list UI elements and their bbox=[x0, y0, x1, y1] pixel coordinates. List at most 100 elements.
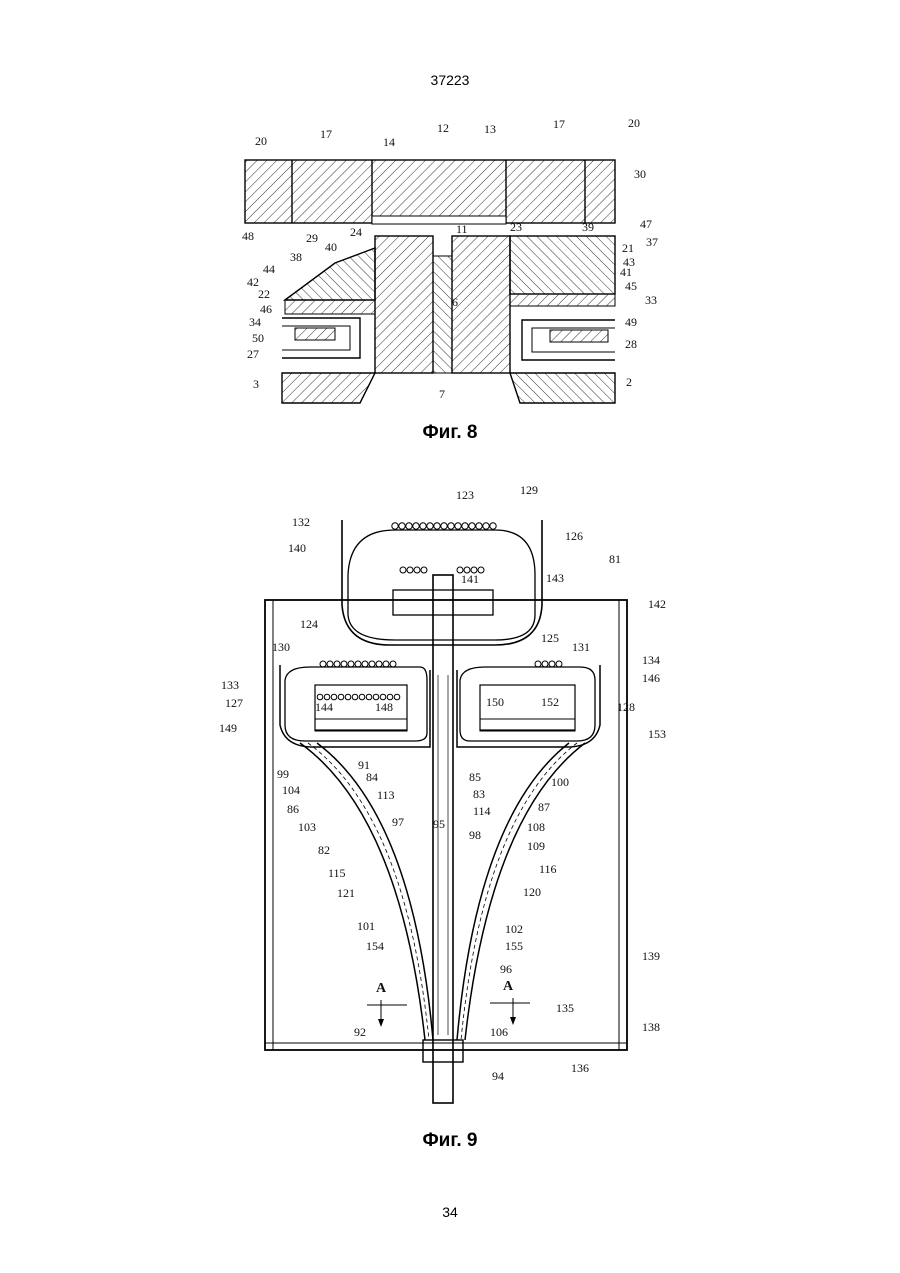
fig8-label: 29 bbox=[306, 231, 318, 245]
figure-8-caption: Фиг. 8 bbox=[0, 422, 900, 444]
fig8-label: 7 bbox=[439, 387, 445, 401]
fig8-label: 37 bbox=[646, 235, 658, 249]
fig8-label: 49 bbox=[625, 315, 637, 329]
fig9-label: 140 bbox=[288, 541, 306, 555]
fig8-label: 17 bbox=[320, 127, 332, 141]
fig9-label: 129 bbox=[520, 483, 538, 497]
fig9-label: 141 bbox=[461, 572, 479, 586]
fig8-label: 20 bbox=[255, 134, 267, 148]
fig9-label: 134 bbox=[642, 653, 660, 667]
fig9-label: 126 bbox=[565, 529, 583, 543]
fig8-label: 17 bbox=[553, 117, 565, 131]
fig9-label: 128 bbox=[617, 700, 635, 714]
top-plate bbox=[245, 160, 615, 223]
fig9-label: 144 bbox=[315, 700, 333, 714]
fig9-label: 113 bbox=[377, 788, 395, 802]
fig9-label: 101 bbox=[357, 919, 375, 933]
fig9-label: 130 bbox=[272, 640, 290, 654]
right-chamber bbox=[457, 665, 600, 747]
fig9-label: 123 bbox=[456, 488, 474, 502]
fig9-label: 85 bbox=[469, 770, 481, 784]
center-channel bbox=[433, 256, 452, 373]
fig8-label: 21 bbox=[622, 241, 634, 255]
fig9-label: 95 bbox=[433, 817, 445, 831]
fig8-label: 14 bbox=[383, 135, 395, 149]
fig9-label: 152 bbox=[541, 695, 559, 709]
fig9-label: 150 bbox=[486, 695, 504, 709]
fig9-label: 86 bbox=[287, 802, 299, 816]
fig8-label: 33 bbox=[645, 293, 657, 307]
fig9-label: 153 bbox=[648, 727, 666, 741]
fig8-label: 46 bbox=[260, 302, 272, 316]
fig8-label: 44 bbox=[263, 262, 275, 276]
fig9-label: 125 bbox=[541, 631, 559, 645]
center-block-left bbox=[375, 236, 433, 373]
fig8-label: 11 bbox=[456, 222, 468, 236]
fig9-label: 84 bbox=[366, 770, 378, 784]
fig9-label: 132 bbox=[292, 515, 310, 529]
top-container bbox=[342, 520, 542, 645]
fig9-label: 136 bbox=[571, 1061, 589, 1075]
fig9-label: 109 bbox=[527, 839, 545, 853]
base-right bbox=[510, 373, 615, 403]
fig8-label: 47 bbox=[640, 217, 652, 231]
fig8-label: 34 bbox=[249, 315, 261, 329]
fig9-label: 142 bbox=[648, 597, 666, 611]
fig8-label: 48 bbox=[242, 229, 254, 243]
fig9-label: 96 bbox=[500, 962, 512, 976]
fig8-label: 38 bbox=[290, 250, 302, 264]
fig9-label: 100 bbox=[551, 775, 569, 789]
fig9-label: 108 bbox=[527, 820, 545, 834]
fig8-label: 2 bbox=[626, 375, 632, 389]
fig9-label: 121 bbox=[337, 886, 355, 900]
fig9-label: 82 bbox=[318, 843, 330, 857]
fig9-label: 116 bbox=[539, 862, 557, 876]
fig8-label: 3 bbox=[253, 377, 259, 391]
fig8-label: 12 bbox=[437, 121, 449, 135]
fig8-label: 28 bbox=[625, 337, 637, 351]
fig8-label: 20 bbox=[628, 116, 640, 130]
fig9-label: 149 bbox=[219, 721, 237, 735]
right-coil bbox=[550, 330, 608, 342]
fig8-label: 41 bbox=[620, 265, 632, 279]
fig8-label: 6 bbox=[452, 295, 458, 309]
fig9-label: 127 bbox=[225, 696, 243, 710]
fig8-label: 23 bbox=[510, 220, 522, 234]
fig9-label: 131 bbox=[572, 640, 590, 654]
page-footer-number: 34 bbox=[0, 1204, 900, 1220]
center-block-right bbox=[452, 236, 510, 373]
fig9-label: 87 bbox=[538, 800, 550, 814]
fig9-label: 97 bbox=[392, 815, 404, 829]
fig8-label: 13 bbox=[484, 122, 496, 136]
figure-9-drawing: 123 129 132 126 140 81 141 143 142 124 1… bbox=[205, 475, 685, 1130]
fig9-label: 94 bbox=[492, 1069, 504, 1083]
fig8-label: 24 bbox=[350, 225, 362, 239]
fig9-label: 81 bbox=[609, 552, 621, 566]
fig8-label: 27 bbox=[247, 347, 259, 361]
fig9-label: 98 bbox=[469, 828, 481, 842]
fig8-label: 50 bbox=[252, 331, 264, 345]
fig9-label: 143 bbox=[546, 571, 564, 585]
fig8-label: 22 bbox=[258, 287, 270, 301]
fig9-label: 103 bbox=[298, 820, 316, 834]
fig9-label: 102 bbox=[505, 922, 523, 936]
fig9-label: 92 bbox=[354, 1025, 366, 1039]
fig9-label: 135 bbox=[556, 1001, 574, 1015]
fig8-label: 30 bbox=[634, 167, 646, 181]
left-coil bbox=[295, 328, 335, 340]
fig9-label: 155 bbox=[505, 939, 523, 953]
base-left bbox=[282, 373, 375, 403]
fig9-label: 124 bbox=[300, 617, 318, 631]
central-rod bbox=[433, 575, 453, 1103]
fig9-section-label: А bbox=[376, 981, 387, 996]
fig9-label: 104 bbox=[282, 783, 300, 797]
fig8-label: 40 bbox=[325, 240, 337, 254]
fig9-label: 114 bbox=[473, 804, 491, 818]
fig8-label: 45 bbox=[625, 279, 637, 293]
page-header-number: 37223 bbox=[0, 72, 900, 88]
fig9-label: 138 bbox=[642, 1020, 660, 1034]
fig9-label: 133 bbox=[221, 678, 239, 692]
fig9-label: 83 bbox=[473, 787, 485, 801]
fig8-label: 39 bbox=[582, 220, 594, 234]
fig9-label: 154 bbox=[366, 939, 384, 953]
